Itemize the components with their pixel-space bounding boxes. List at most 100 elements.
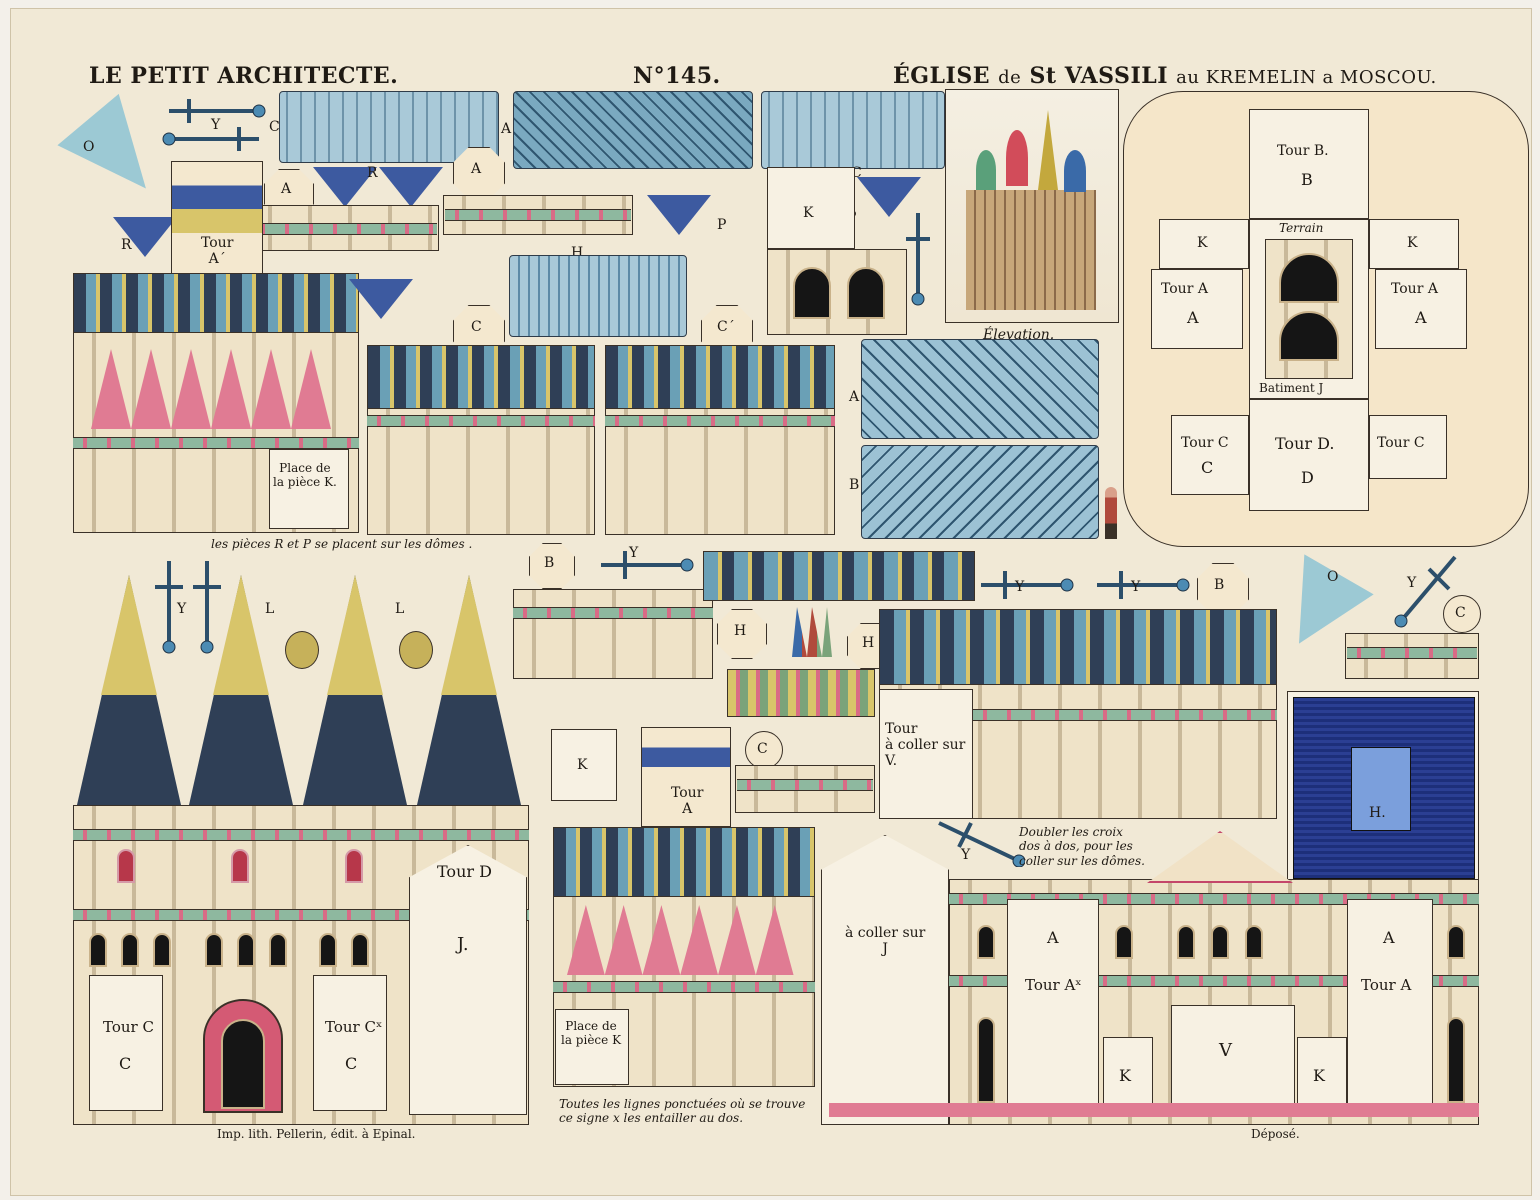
portal-door xyxy=(221,1019,265,1109)
figure-group xyxy=(792,607,832,657)
elevation-illustration xyxy=(945,89,1119,323)
window-red-3 xyxy=(345,849,363,883)
facade-tall-window-1 xyxy=(977,1017,995,1103)
coller-j-label: à coller sur J xyxy=(845,925,926,958)
base-k-right-label: K xyxy=(1407,235,1418,251)
window-2 xyxy=(121,933,139,967)
letter-c-oct2: C´ xyxy=(717,319,735,335)
facade-window-3 xyxy=(1177,925,1195,959)
gate-piece xyxy=(767,249,907,335)
letter-y7: Y xyxy=(961,847,971,863)
letter-a-oct: A xyxy=(471,161,482,177)
letter-o: O xyxy=(83,139,95,155)
letter-c2: C xyxy=(851,165,862,181)
imprint: Imp. lith. Pellerin, édit. à Epinal. xyxy=(217,1127,416,1141)
cross-y-3 xyxy=(601,551,694,579)
ring-band-2 xyxy=(445,209,631,221)
tour-coller-v-label: Tour à coller sur V. xyxy=(885,721,966,770)
tour-a-mid-label: Tour A xyxy=(671,785,704,818)
fan-r-1 xyxy=(313,167,377,207)
panel-a1 xyxy=(1007,899,1099,1107)
letter-c-circ: C xyxy=(1455,605,1466,621)
blue-roof-h-panel xyxy=(1351,747,1411,831)
panel-k2-label: K xyxy=(1313,1066,1325,1085)
tower-row-right-band xyxy=(973,709,1277,721)
cross-y-6 xyxy=(1394,555,1457,628)
title-saint: St VASSILI xyxy=(1029,63,1168,89)
elevation-dome-3 xyxy=(1064,150,1086,192)
base-terrain-label: Terrain xyxy=(1279,221,1324,235)
coller-j-panel xyxy=(821,835,949,1125)
base-tour-a-left xyxy=(1151,269,1243,349)
window-3 xyxy=(153,933,171,967)
tour-cx-panel xyxy=(313,975,387,1111)
tour-cx-title: Tour Cˣ xyxy=(325,1018,383,1036)
place-piece-k-1 xyxy=(269,449,349,529)
letter-h-blue: H. xyxy=(1369,805,1386,821)
tour-coller-v-panel xyxy=(879,689,973,819)
arcade-band xyxy=(513,607,713,619)
base-tour-d-letter: D xyxy=(1301,468,1314,487)
letter-b-oct: B xyxy=(544,555,555,571)
octagon-b xyxy=(529,543,575,589)
letter-b-oct2: B xyxy=(1214,577,1225,593)
letter-k-mid: K xyxy=(577,757,588,773)
place-piece-k-2 xyxy=(555,1009,629,1085)
letter-o2: O xyxy=(1327,569,1339,585)
tower-mid-1-roof xyxy=(367,345,595,409)
place-piece-k-1-label: Place de la pièce K. xyxy=(273,461,337,490)
letter-p1: P xyxy=(717,217,727,233)
tower-row-right-roof xyxy=(879,609,1277,685)
title-main: ÉGLISE xyxy=(893,63,990,89)
arcade-piece xyxy=(513,589,713,679)
tour-c-left-title: Tour C xyxy=(103,1018,154,1036)
window-6 xyxy=(269,933,287,967)
ring-band xyxy=(251,223,437,235)
facade-window-4 xyxy=(1211,925,1229,959)
base-tour-a-right-letter: A xyxy=(1415,308,1427,327)
tower-lower-mid-roof xyxy=(553,827,815,897)
base-tour-a-left-letter: A xyxy=(1187,308,1199,327)
letter-y2: Y xyxy=(177,601,187,617)
letter-c: C xyxy=(269,119,280,135)
letter-c-circ2: C xyxy=(757,741,768,757)
panel-a2-sub: Tour A xyxy=(1361,976,1412,994)
base-tour-d xyxy=(1249,399,1369,511)
letter-y: Y xyxy=(211,117,221,133)
base-tour-b xyxy=(1249,109,1369,219)
tower-mid-2-band xyxy=(605,415,835,427)
series-title: LE PETIT ARCHITECTE. xyxy=(89,63,399,89)
tour-cx-letter: C xyxy=(345,1054,358,1073)
base-tour-a-left-title: Tour A xyxy=(1161,281,1208,297)
dome-2-top xyxy=(213,575,269,695)
window-1 xyxy=(89,933,107,967)
tour-c-left-panel xyxy=(89,975,163,1111)
panel-a1-title: A xyxy=(1047,928,1059,947)
ring-strip-c-band xyxy=(1347,647,1477,659)
cross-y-vertical xyxy=(906,213,930,306)
letter-a: A xyxy=(281,181,292,197)
facade-window-6 xyxy=(1447,925,1465,959)
window-5 xyxy=(237,933,255,967)
letter-r: R xyxy=(121,237,132,253)
facade-window-1 xyxy=(977,925,995,959)
facade-window-2 xyxy=(1115,925,1133,959)
panel-k2 xyxy=(1297,1037,1347,1107)
elevation-dome-2 xyxy=(1006,130,1028,186)
base-tour-b-title: Tour B. xyxy=(1277,143,1329,159)
base-tour-a-right xyxy=(1375,269,1467,349)
base-k-right xyxy=(1369,219,1459,269)
base-tour-c-right-title: Tour C xyxy=(1377,435,1425,451)
batiment-arch-top xyxy=(1279,253,1339,303)
base-batiment-label: Batiment J xyxy=(1259,381,1324,395)
tour-d-panel xyxy=(409,845,527,1115)
note-lignes: Toutes les lignes ponctuées où se trouve… xyxy=(559,1097,806,1126)
dome-1-top xyxy=(101,575,157,695)
sheet-title: ÉGLISE de St VASSILI au KREMELIN a MOSCO… xyxy=(893,63,1437,89)
paper-sheet: LE PETIT ARCHITECTE. N°145. ÉGLISE de St… xyxy=(10,8,1532,1196)
ring-strip-3-band xyxy=(737,779,873,791)
octagon-a-top xyxy=(453,147,505,199)
facade-pink-base xyxy=(829,1103,1479,1117)
frieze-bottom xyxy=(727,669,875,717)
base-tour-c-left-letter: C xyxy=(1201,458,1214,477)
